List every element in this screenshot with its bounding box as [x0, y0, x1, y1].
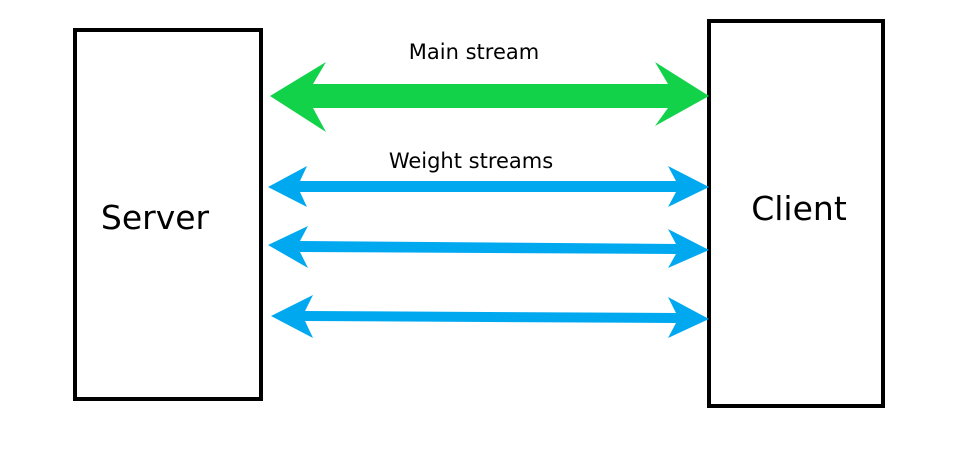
- main-stream-arrow: [270, 62, 709, 132]
- weight-stream-arrow-3: [271, 295, 709, 338]
- weight-streams-label: Weight streams: [389, 149, 553, 173]
- server-box: [73, 28, 263, 401]
- weight-stream-arrow-2: [268, 226, 709, 268]
- client-label: Client: [751, 189, 847, 228]
- client-box: [707, 19, 885, 408]
- server-node: Server: [73, 28, 263, 401]
- client-node: Client: [707, 19, 885, 408]
- weight-stream-arrow-1: [268, 166, 709, 207]
- server-label: Server: [101, 198, 210, 237]
- main-stream-label: Main stream: [409, 40, 539, 64]
